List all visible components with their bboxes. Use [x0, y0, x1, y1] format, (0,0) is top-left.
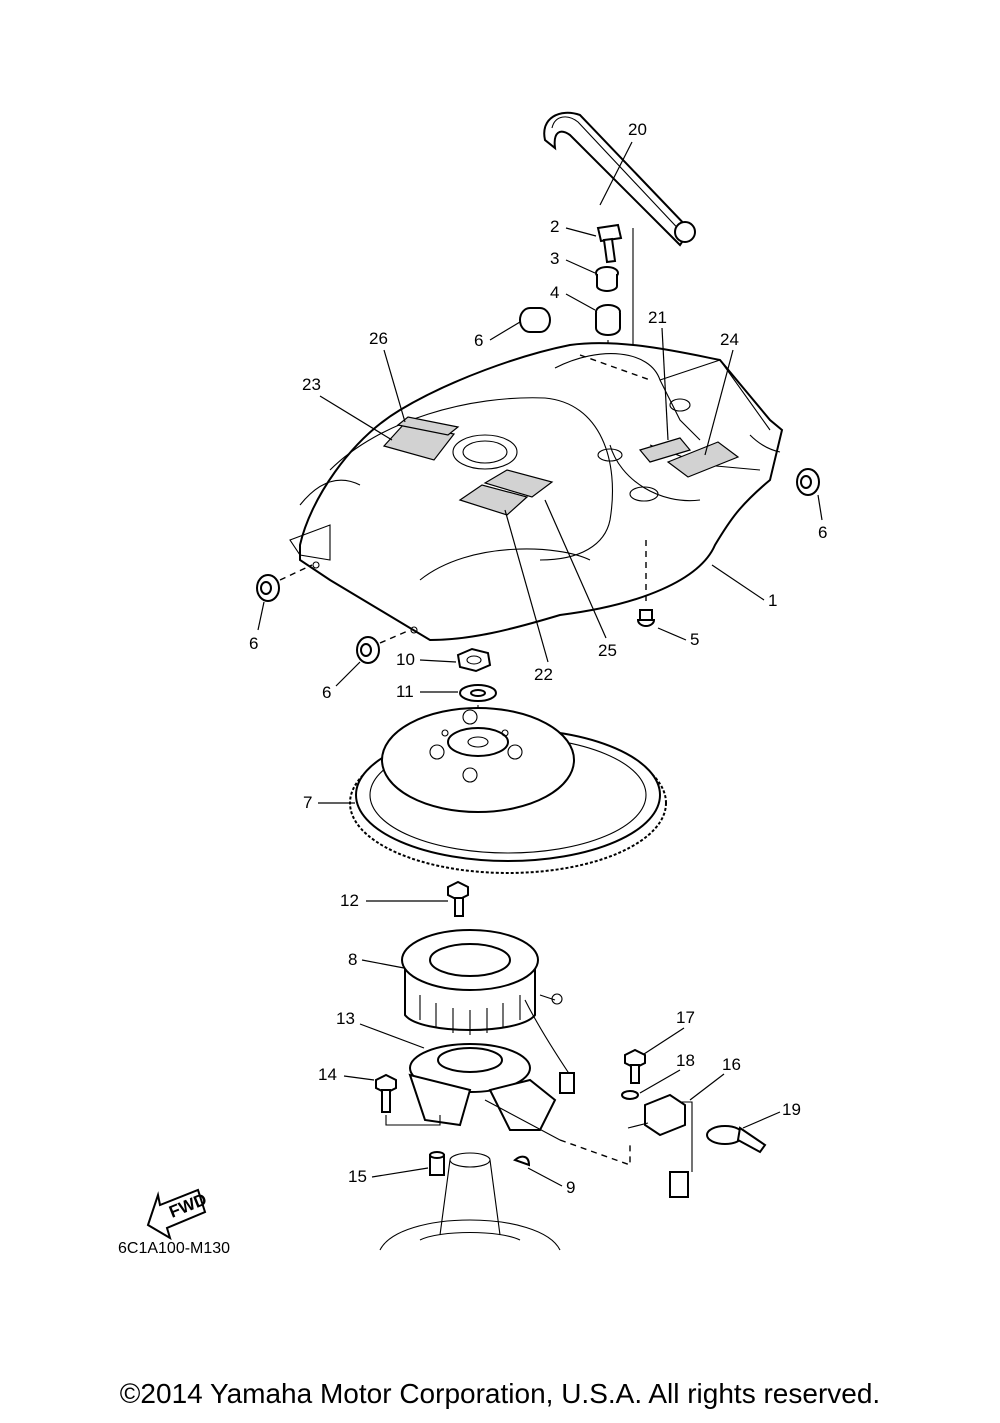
callout-20: 20 — [628, 120, 647, 139]
part-21-label — [638, 437, 692, 463]
part-6-grommet-d — [356, 636, 380, 664]
callout-11: 11 — [396, 682, 414, 701]
crankshaft — [379, 1152, 561, 1251]
callout-24: 24 — [720, 330, 739, 349]
callout-2: 2 — [550, 217, 559, 236]
callout-19: 19 — [782, 1100, 801, 1119]
diagram-code: 6C1A100-M130 — [118, 1240, 231, 1257]
callout-15: 15 — [348, 1167, 367, 1186]
callout-17: 17 — [676, 1008, 695, 1027]
callout-9: 9 — [566, 1178, 575, 1197]
callout-12: 12 — [340, 891, 359, 910]
part-13-base — [408, 1043, 561, 1141]
callout-6c: 6 — [249, 634, 258, 653]
callout-18: 18 — [676, 1051, 695, 1070]
part-5-screw — [636, 609, 656, 627]
part-25-label — [483, 469, 554, 498]
part-24-label — [666, 441, 740, 478]
part-6-grommet-c — [256, 574, 280, 602]
part-15-dowel — [429, 1151, 445, 1176]
callout-22: 22 — [534, 665, 553, 684]
callout-6a: 6 — [474, 331, 483, 350]
part-10-nut — [456, 647, 492, 673]
callout-10: 10 — [396, 650, 415, 669]
callout-23: 23 — [302, 375, 321, 394]
part-22-label — [458, 484, 529, 516]
callout-4: 4 — [550, 283, 559, 302]
fwd-arrow-icon: FWD — [146, 1188, 209, 1241]
part-2-bolt — [596, 223, 623, 264]
copyright-notice: ©2014 Yamaha Motor Corporation, U.S.A. A… — [119, 1378, 881, 1409]
callout-14: 14 — [318, 1065, 337, 1084]
part-12-bolt — [447, 880, 469, 917]
part-4-grommet — [595, 304, 621, 336]
part-3-collar — [595, 266, 619, 292]
part-20-seal-strip — [543, 111, 697, 247]
callout-16: 16 — [722, 1055, 741, 1074]
callout-6d: 6 — [322, 683, 331, 702]
part-9-key — [513, 1155, 531, 1167]
part-7-flywheel — [349, 707, 667, 874]
part-16-pulser-coil — [627, 1093, 693, 1198]
part-8-stator — [401, 929, 575, 1094]
callout-26: 26 — [369, 329, 388, 348]
callout-13: 13 — [336, 1009, 355, 1028]
callout-7: 7 — [303, 793, 312, 812]
callout-6b: 6 — [818, 523, 827, 542]
callout-1: 1 — [768, 591, 777, 610]
callout-3: 3 — [550, 249, 559, 268]
callouts: 20 2 3 4 21 24 6 26 23 6 1 5 25 22 6 6 1… — [249, 120, 827, 1197]
part-6-grommet-b — [796, 468, 820, 496]
part-14-bolt — [375, 1073, 397, 1113]
part-6-grommet-a — [519, 307, 551, 333]
callout-25: 25 — [598, 641, 617, 660]
part-1-flywheel-cover — [289, 342, 784, 642]
callout-21: 21 — [648, 308, 667, 327]
callout-8: 8 — [348, 950, 357, 969]
part-18-washer — [621, 1090, 639, 1100]
callout-5: 5 — [690, 630, 699, 649]
part-17-bolt — [624, 1048, 646, 1084]
part-11-washer — [459, 684, 497, 702]
part-19-clamp — [706, 1125, 767, 1154]
